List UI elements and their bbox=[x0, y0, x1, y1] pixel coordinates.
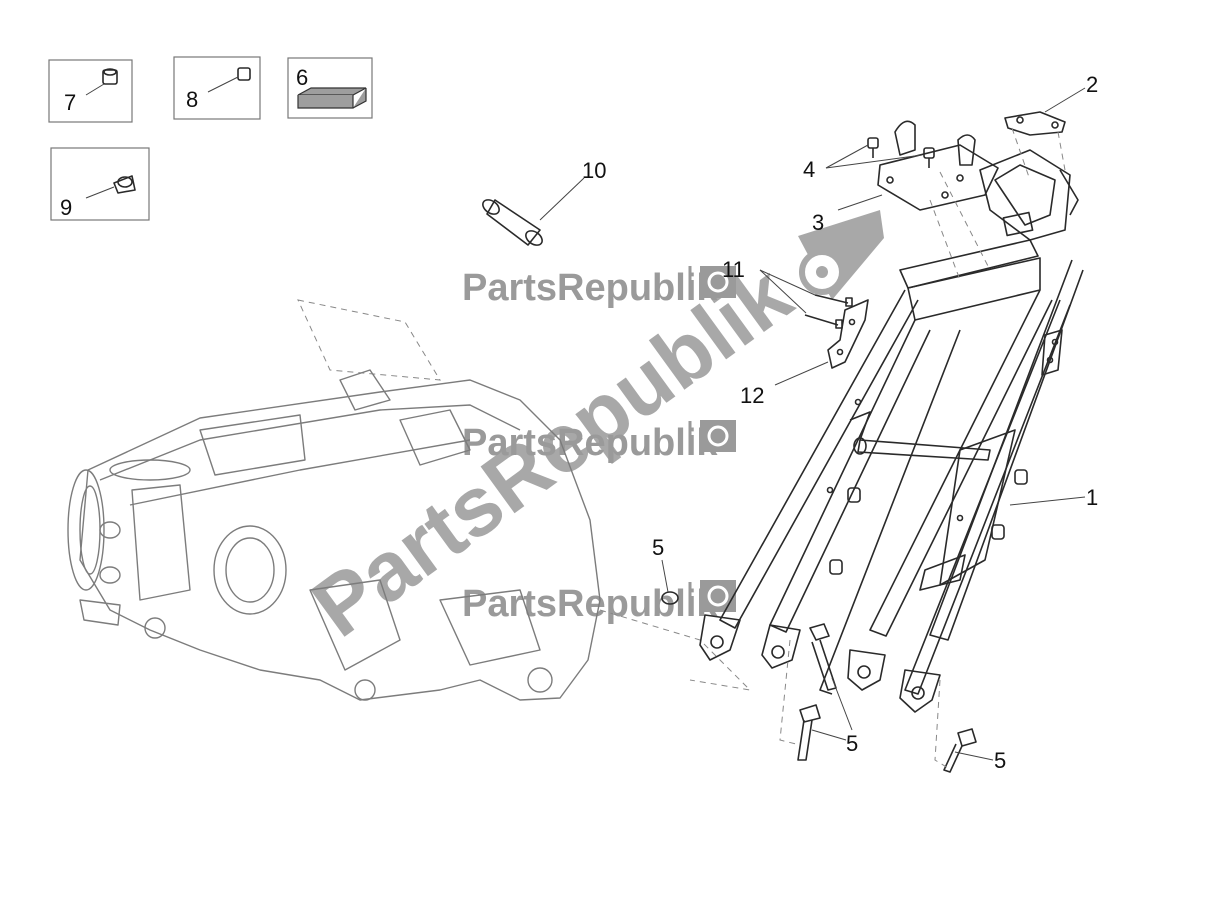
part-5-bolt-center[interactable]: 5 bbox=[779, 623, 858, 761]
watermark-row-3-text: PartsRepublik bbox=[462, 583, 718, 625]
callout-4: 4 bbox=[803, 157, 815, 182]
callout-9: 9 bbox=[60, 195, 72, 220]
part-5-bolt-right[interactable]: 5 bbox=[934, 679, 1006, 773]
callout-5b: 5 bbox=[846, 731, 858, 756]
part-11-pins[interactable]: 11 bbox=[722, 257, 853, 329]
watermark-row-2-text: PartsRepublik bbox=[462, 422, 718, 464]
part-box-9[interactable]: 9 bbox=[50, 147, 150, 221]
part-box-8[interactable]: 8 bbox=[173, 56, 261, 120]
callout-12: 12 bbox=[740, 383, 764, 408]
callout-5a: 5 bbox=[652, 535, 664, 560]
gear-icon bbox=[700, 580, 736, 612]
part-5-bolt-left[interactable]: 5 bbox=[652, 535, 679, 605]
gear-icon bbox=[700, 266, 736, 298]
part-box-6[interactable]: 6 bbox=[287, 57, 373, 119]
part-12-small-bracket[interactable]: 12 bbox=[740, 299, 869, 408]
callout-1: 1 bbox=[1086, 485, 1098, 510]
part-1-rear-subframe[interactable]: 1 bbox=[699, 149, 1098, 713]
callout-2: 2 bbox=[1086, 72, 1098, 97]
callout-3: 3 bbox=[812, 210, 824, 235]
watermark-gear-large-icon bbox=[798, 210, 884, 300]
callout-5c: 5 bbox=[994, 748, 1006, 773]
part-3-plate[interactable]: 3 bbox=[812, 120, 999, 281]
callout-11: 11 bbox=[722, 257, 745, 282]
callout-8: 8 bbox=[186, 87, 198, 112]
callout-6: 6 bbox=[296, 65, 308, 90]
watermark-row-2: PartsRepublik bbox=[462, 420, 736, 464]
watermark-row-3: PartsRepublik bbox=[462, 580, 736, 625]
part-10-sleeve[interactable]: 10 bbox=[480, 158, 606, 248]
callout-10: 10 bbox=[582, 158, 606, 183]
part-2-bracket[interactable]: 2 bbox=[1004, 72, 1098, 181]
watermark-row-1-text: PartsRepublik bbox=[462, 267, 718, 309]
watermark-row-1: PartsRepublik bbox=[462, 266, 736, 309]
gear-icon bbox=[700, 420, 736, 452]
part-box-7[interactable]: 7 bbox=[48, 59, 133, 123]
part-4-screws[interactable]: 4 bbox=[803, 137, 935, 182]
main-frame-ghost bbox=[67, 299, 752, 701]
callout-7: 7 bbox=[64, 90, 76, 115]
